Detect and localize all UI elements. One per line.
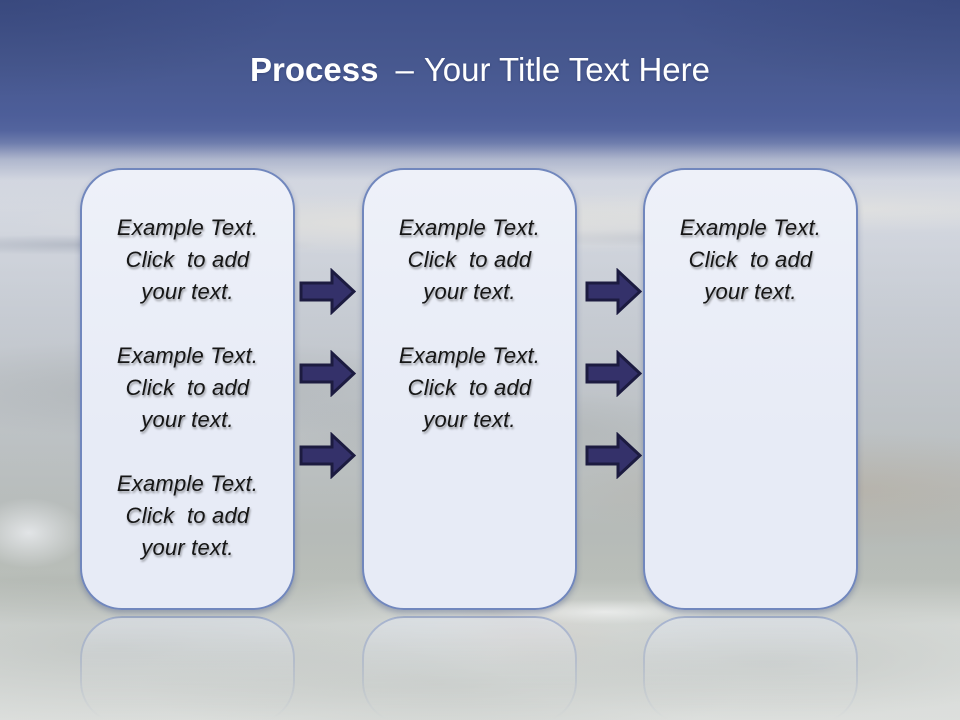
placeholder-text[interactable]: Example Text. Click to add your text. [398, 343, 541, 432]
slide-title[interactable]: Process–Your Title Text Here [0, 50, 960, 90]
process-step-box-1[interactable]: Example Text. Click to add your text. Ex… [80, 168, 295, 610]
box-reflection [362, 616, 577, 720]
placeholder-text[interactable]: Example Text. Click to add your text. [116, 471, 259, 560]
placeholder-text[interactable]: Example Text. Click to add your text. [398, 215, 541, 304]
arrow-right-icon[interactable] [299, 350, 356, 397]
placeholder-text[interactable]: Example Text. Click to add your text. [116, 343, 259, 432]
arrow-right-icon[interactable] [299, 268, 356, 315]
title-text: Your Title Text Here [423, 51, 710, 88]
process-step-box-3[interactable]: Example Text. Click to add your text. [643, 168, 858, 610]
arrow-right-icon[interactable] [585, 268, 642, 315]
box-reflection [80, 616, 295, 720]
placeholder-text[interactable]: Example Text. Click to add your text. [679, 215, 822, 304]
placeholder-text[interactable]: Example Text. Click to add your text. [116, 215, 259, 304]
arrow-right-icon[interactable] [585, 350, 642, 397]
title-separator: – [395, 51, 414, 88]
arrow-right-icon[interactable] [585, 432, 642, 479]
arrow-right-icon[interactable] [299, 432, 356, 479]
process-step-box-2[interactable]: Example Text. Click to add your text. Ex… [362, 168, 577, 610]
title-emphasis: Process [250, 51, 379, 88]
box-reflection [643, 616, 858, 720]
